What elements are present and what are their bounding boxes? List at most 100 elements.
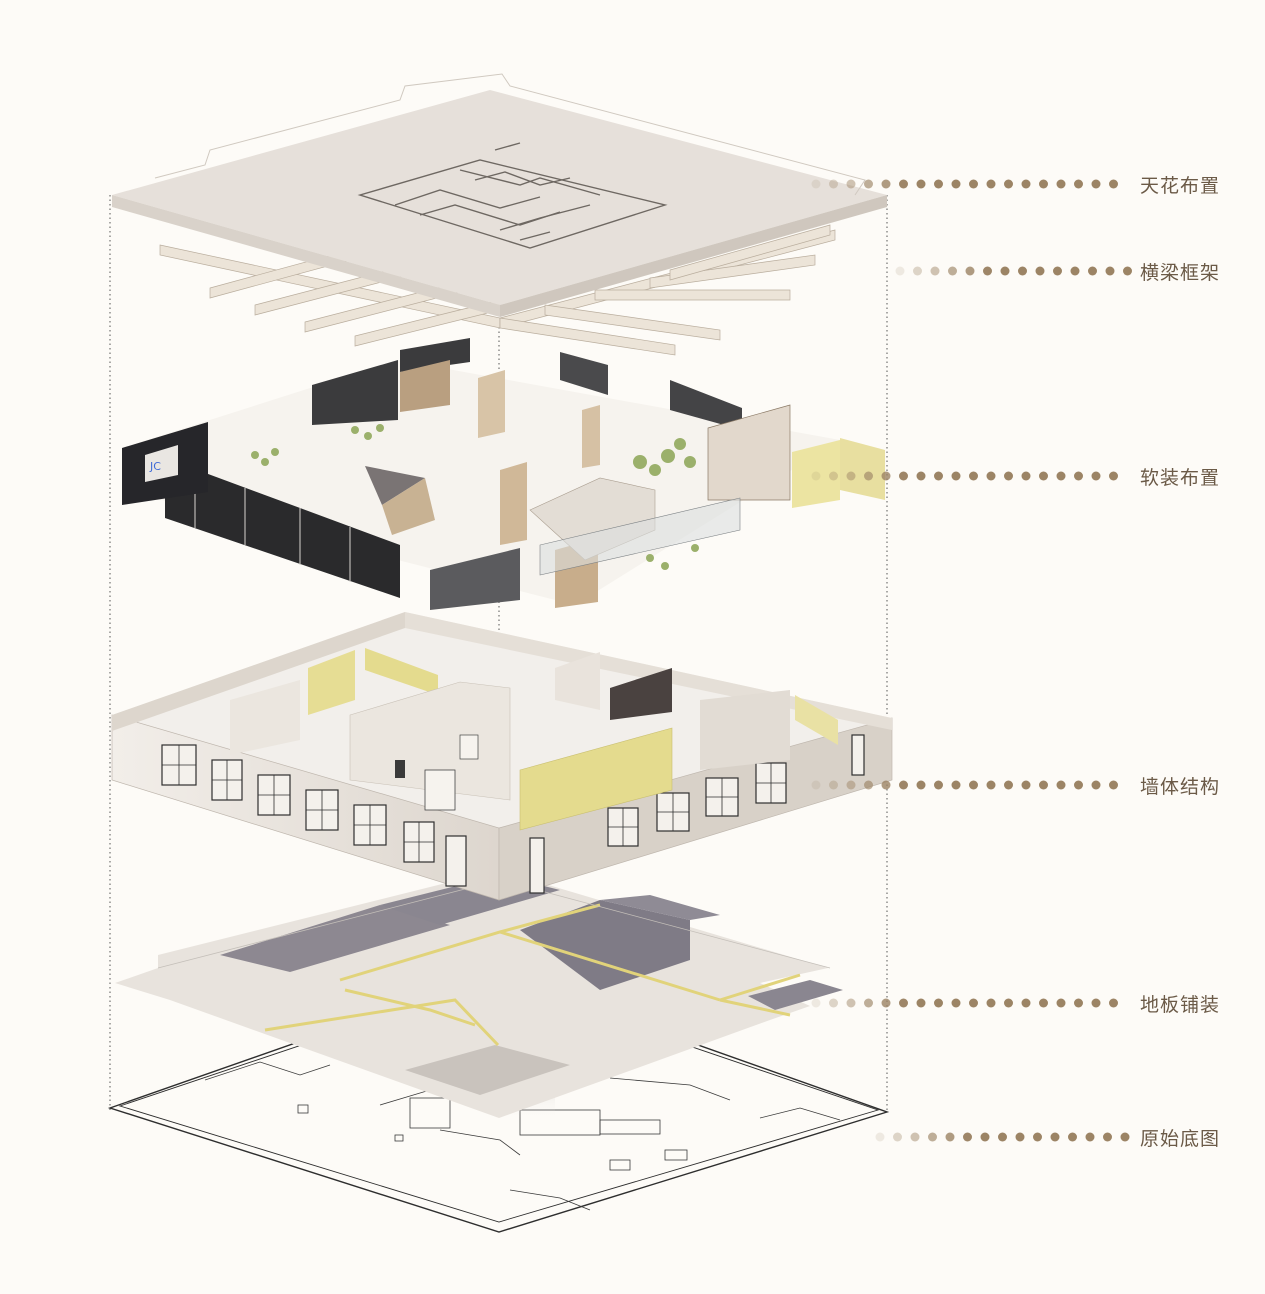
leader-dot: [829, 998, 838, 1008]
leader-dot: [1074, 471, 1083, 481]
floor-paving-layer: [115, 870, 843, 1118]
leader-dot: [1039, 179, 1048, 189]
leader-dot: [1120, 1132, 1130, 1142]
leader-dot: [1056, 780, 1066, 790]
leader-dot: [930, 266, 940, 276]
leader-dot: [875, 1132, 885, 1142]
leader-dot: [951, 780, 961, 790]
leader-dot: [1088, 266, 1097, 276]
leader-dot: [934, 780, 943, 790]
leader-dot: [986, 998, 996, 1008]
leader-dot: [1033, 1132, 1042, 1142]
soft-furnishing-layer: JC: [122, 338, 885, 610]
leader-dot: [986, 780, 996, 790]
leader-dot: [1004, 471, 1013, 481]
leader-dot: [893, 1132, 902, 1142]
leader-dot: [916, 471, 926, 481]
leader-dot: [881, 780, 891, 790]
leader-dot: [811, 471, 821, 481]
leader-dot: [948, 266, 957, 276]
leader-dot: [829, 179, 838, 189]
leader-dot: [1091, 179, 1101, 189]
leader-dot: [1050, 1132, 1060, 1142]
leader-dot: [811, 780, 821, 790]
leader-dot: [1004, 780, 1013, 790]
leader-dot: [969, 471, 978, 481]
leader-dot: [899, 780, 908, 790]
leader-dot: [1091, 998, 1101, 1008]
leader-dot: [1085, 1132, 1095, 1142]
leader-dot: [934, 998, 943, 1008]
label-ceiling: 天花布置: [1140, 175, 1221, 197]
label-furniture: 软装布置: [1140, 467, 1221, 489]
leader-dot: [934, 471, 943, 481]
leader-dot: [881, 998, 891, 1008]
leader-dot: [864, 179, 873, 189]
leader-dot: [811, 179, 821, 189]
label-walls: 墙体结构: [1140, 776, 1221, 798]
leader-dot: [1109, 998, 1118, 1008]
leader-dot: [1021, 471, 1031, 481]
leader-dot: [1018, 266, 1027, 276]
leader-dot: [913, 266, 922, 276]
leader-dot: [951, 471, 961, 481]
leader-dot: [1109, 471, 1118, 481]
leader-dot: [846, 179, 856, 189]
leader-dot: [881, 179, 891, 189]
leader-dot: [1103, 1132, 1112, 1142]
leader-dot: [1053, 266, 1062, 276]
leader-dot: [864, 998, 873, 1008]
leader-dot: [899, 179, 908, 189]
leader-dot: [1074, 780, 1083, 790]
leader-dot: [1123, 266, 1132, 276]
leader-dot: [1070, 266, 1080, 276]
leader-dot: [951, 179, 961, 189]
leader-dot: [980, 1132, 990, 1142]
leader-dot: [899, 471, 908, 481]
leader-dot: [998, 1132, 1007, 1142]
leader-dot: [829, 780, 838, 790]
layer-labels: [811, 179, 1132, 1142]
leader-dot: [1015, 1132, 1025, 1142]
leader-dot: [963, 1132, 972, 1142]
leader-dot: [829, 471, 838, 481]
wall-structure-layer: [111, 612, 893, 901]
svg-text:JC: JC: [149, 460, 161, 473]
leader-dot: [951, 998, 961, 1008]
leader-dot: [969, 179, 978, 189]
ceiling-layer: [112, 73, 887, 317]
leader-dot: [1039, 471, 1048, 481]
leader-dot: [1021, 780, 1031, 790]
leader-dot: [1056, 179, 1066, 189]
leader-dot: [986, 471, 996, 481]
leader-dot: [945, 1132, 955, 1142]
leader-dot: [983, 266, 992, 276]
leader-dot: [1021, 179, 1031, 189]
leader-dot: [1109, 780, 1118, 790]
leader-dot: [1021, 998, 1031, 1008]
leader-dot: [934, 179, 943, 189]
leader-dot: [1004, 179, 1013, 189]
leader-dot: [1074, 179, 1083, 189]
leader-dot: [846, 780, 856, 790]
leader-dot: [916, 998, 926, 1008]
label-plan: 原始底图: [1140, 1128, 1221, 1150]
leader-dot: [846, 471, 856, 481]
leader-dot: [899, 998, 908, 1008]
leader-dot: [928, 1132, 937, 1142]
leader-dot: [1074, 998, 1083, 1008]
leader-dot: [1109, 179, 1118, 189]
leader-dot: [916, 780, 926, 790]
leader-dot: [811, 998, 821, 1008]
leader-dot: [986, 179, 996, 189]
leader-dot: [1056, 471, 1066, 481]
leader-dot: [846, 998, 856, 1008]
leader-dot: [916, 179, 926, 189]
label-beams: 横梁框架: [1140, 262, 1221, 284]
leader-dot: [1004, 998, 1013, 1008]
leader-dot: [1091, 780, 1101, 790]
label-floor: 地板铺装: [1140, 994, 1221, 1016]
leader-dot: [864, 471, 873, 481]
leader-dot: [1105, 266, 1115, 276]
